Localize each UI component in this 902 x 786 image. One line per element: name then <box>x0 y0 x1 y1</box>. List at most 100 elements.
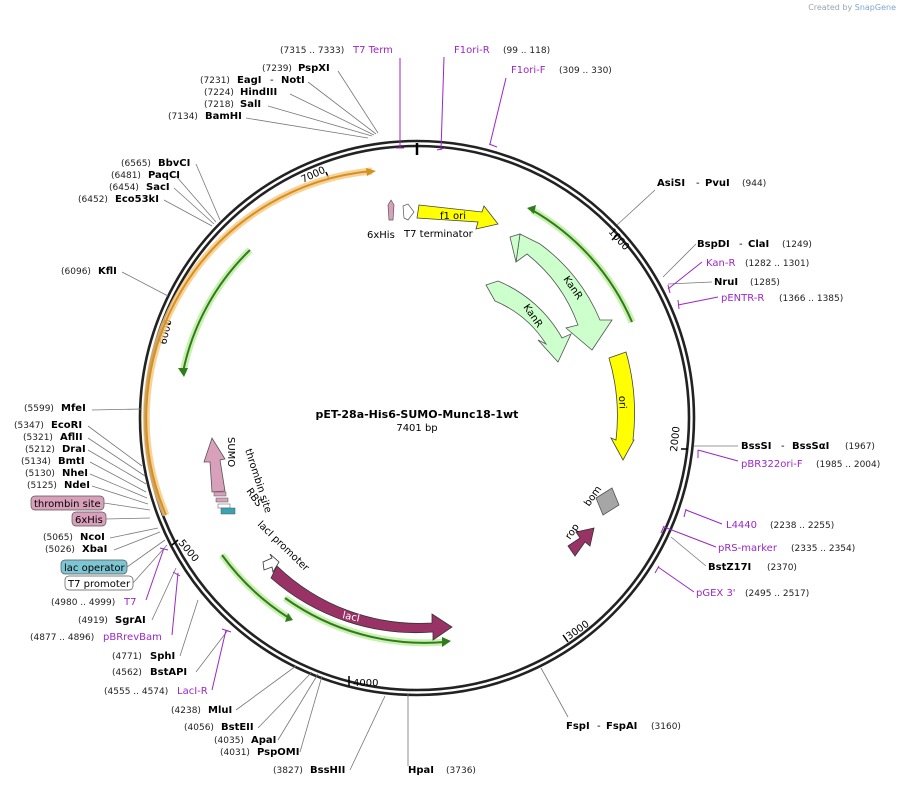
enzyme-name-hpai: HpaI <box>408 765 434 776</box>
enzymes-left: (7239) PspXI (7231) EagI - NotI (7224) H… <box>14 63 345 776</box>
enzyme-pos-sphi: (4771) <box>112 652 142 662</box>
enzyme-pos-bsteii: (4056) <box>184 723 214 733</box>
laci-promoter-arrow <box>262 553 280 574</box>
t7-terminator-label: T7 terminator <box>403 229 474 240</box>
enzyme-name-pvui: PvuI <box>705 178 730 189</box>
snapgene-credit: Created by SnapGene <box>808 3 896 12</box>
enzyme-name-saci: SacI <box>146 182 170 193</box>
enzyme-name-bsssai: BssSαI <box>792 441 829 452</box>
enzyme-name-drai: DraI <box>62 444 86 455</box>
enzyme-name-bspdi: BspDI <box>697 239 730 250</box>
enzyme-pos-mlui: (4238) <box>171 706 201 716</box>
enzyme-name-aflii: AflII <box>60 432 83 443</box>
primer-range-f1ori-r: (99 .. 118) <box>503 46 550 56</box>
green-arc-bottom2-head <box>442 637 451 647</box>
primer-name-l4440: L4440 <box>726 520 757 531</box>
tick-2000: 2000 <box>669 426 683 452</box>
lac-operator-box-label: lac operator <box>64 563 125 574</box>
green-arc-left-head <box>178 368 188 377</box>
primer-range-f1ori-f: (309 .. 330) <box>559 66 612 76</box>
tick-3000: 3000 <box>564 619 591 643</box>
primer-range-t7term: (7315 .. 7333) <box>280 46 344 56</box>
enzyme-name-clai: ClaI <box>748 239 769 250</box>
enzyme-lines-right <box>540 189 738 718</box>
enzyme-pos-fspi: (3160) <box>651 722 681 732</box>
enzyme-pos-bsssi: (1967) <box>845 442 875 452</box>
enzyme-pos-pspxi: (7239) <box>262 64 292 74</box>
primer-range-pentr-r: (1366 .. 1385) <box>779 294 843 304</box>
enzyme-name-pspxi: PspXI <box>298 63 330 74</box>
sumo-label-g: SUMO <box>225 437 236 467</box>
enzyme-pos-kfli: (6096) <box>61 267 91 277</box>
primer-name-pgex3: pGEX 3' <box>696 588 736 599</box>
tick-mark-5000 <box>171 539 179 546</box>
primer-range-pbr322ori-f: (1985 .. 2004) <box>816 460 880 470</box>
tick-1000: 1000 <box>606 227 631 253</box>
plasmid-name: pET-28a-His6-SUMO-Munc18-1wt <box>316 408 519 421</box>
primer-range-pgex3: (2495 .. 2517) <box>745 589 809 599</box>
plasmid-size: 7401 bp <box>396 423 437 434</box>
enzyme-pos-paqci: (6481) <box>111 171 141 181</box>
kanr-arrow-1-back <box>509 233 521 263</box>
bom-box <box>595 487 620 516</box>
enzyme-pos-ncoi: (5065) <box>43 533 73 543</box>
enzyme-pos-apai: (4035) <box>214 736 244 746</box>
enzyme-pos-bstapi: (4562) <box>112 668 142 678</box>
primer-name-laci-r: LacI-R <box>177 686 208 697</box>
laci-arrow <box>270 565 453 641</box>
tick-mark-3000 <box>562 634 569 643</box>
enzyme-name-hindiii: HindIII <box>240 87 277 98</box>
laci-label: lacI <box>341 610 360 624</box>
tick-label-3000: 3000 <box>564 619 591 643</box>
primer-name-f1ori-f: F1ori-F <box>511 65 546 76</box>
enzyme-name-bmti: BmtI <box>58 456 85 467</box>
f1ori-arrow <box>416 204 499 230</box>
his6-small-arrow <box>387 199 395 221</box>
enzyme-pos-bsshii: (3827) <box>273 766 303 776</box>
green-arc-left <box>182 249 251 373</box>
ori-arrow <box>608 351 635 461</box>
his6-bar <box>215 497 229 503</box>
enzyme-name-eagi: EagI <box>237 75 261 86</box>
enzyme-sep-asisi: - <box>696 178 700 189</box>
enzyme-name-bamhi: BamHI <box>205 111 242 122</box>
enzyme-name-bsteii: BstEII <box>221 722 254 733</box>
enzyme-lines-left <box>87 70 409 771</box>
primer-range-laci-r: (4555 .. 4574) <box>104 687 168 697</box>
tick-label-4000: 4000 <box>353 678 378 689</box>
enzyme-name-xbai: XbaI <box>82 544 107 555</box>
enzyme-name-ecori: EcoRI <box>51 420 82 431</box>
his6-box-label: 6xHis <box>75 515 103 526</box>
enzyme-name-eco53ki: Eco53kI <box>115 194 159 205</box>
f1ori-label: f1 ori <box>440 211 466 222</box>
enzyme-pos-ndei: (5125) <box>27 481 57 491</box>
primers: (7315 .. 7333) T7 Term F1ori-R (99 .. 11… <box>30 45 880 697</box>
enzyme-pos-eagi: (7231) <box>200 76 230 86</box>
lacop-bar <box>220 507 236 515</box>
green-arc-bottom2 <box>284 597 446 644</box>
enzyme-pos-pspomi: (4031) <box>220 748 250 758</box>
enzyme-pos-mfei: (5599) <box>24 404 54 414</box>
green-arc-right <box>531 209 633 323</box>
enzyme-pos-xbai: (5026) <box>45 545 75 555</box>
sumo-label: SUMO <box>225 437 236 467</box>
enzyme-pos-hindiii: (7224) <box>204 88 234 98</box>
enzyme-pos-asisi: (944) <box>742 179 766 189</box>
kanr-arrow-2 <box>485 280 572 363</box>
rop-arrow <box>567 527 595 557</box>
enzyme-pos-saci: (6454) <box>109 183 139 193</box>
t7-terminator-arrow <box>402 203 415 221</box>
kanr-arrow-1 <box>515 233 613 351</box>
enzyme-pos-hpai: (3736) <box>446 766 476 776</box>
enzyme-name-mlui: MluI <box>208 705 232 716</box>
primer-name-prs-marker: pRS-marker <box>718 543 778 554</box>
enzyme-pos-nrui: (1285) <box>750 278 780 288</box>
enzyme-name-fspai: FspAI <box>606 721 637 732</box>
tick-label-2000: 2000 <box>669 426 683 452</box>
primer-name-pbr322ori-f: pBR322ori-F <box>741 459 803 470</box>
enzyme-name-ndei: NdeI <box>64 480 90 491</box>
primer-range-kan-r: (1282 .. 1301) <box>745 259 809 269</box>
green-arc-bottom-head <box>285 613 293 622</box>
sumo-arrow <box>203 437 226 493</box>
